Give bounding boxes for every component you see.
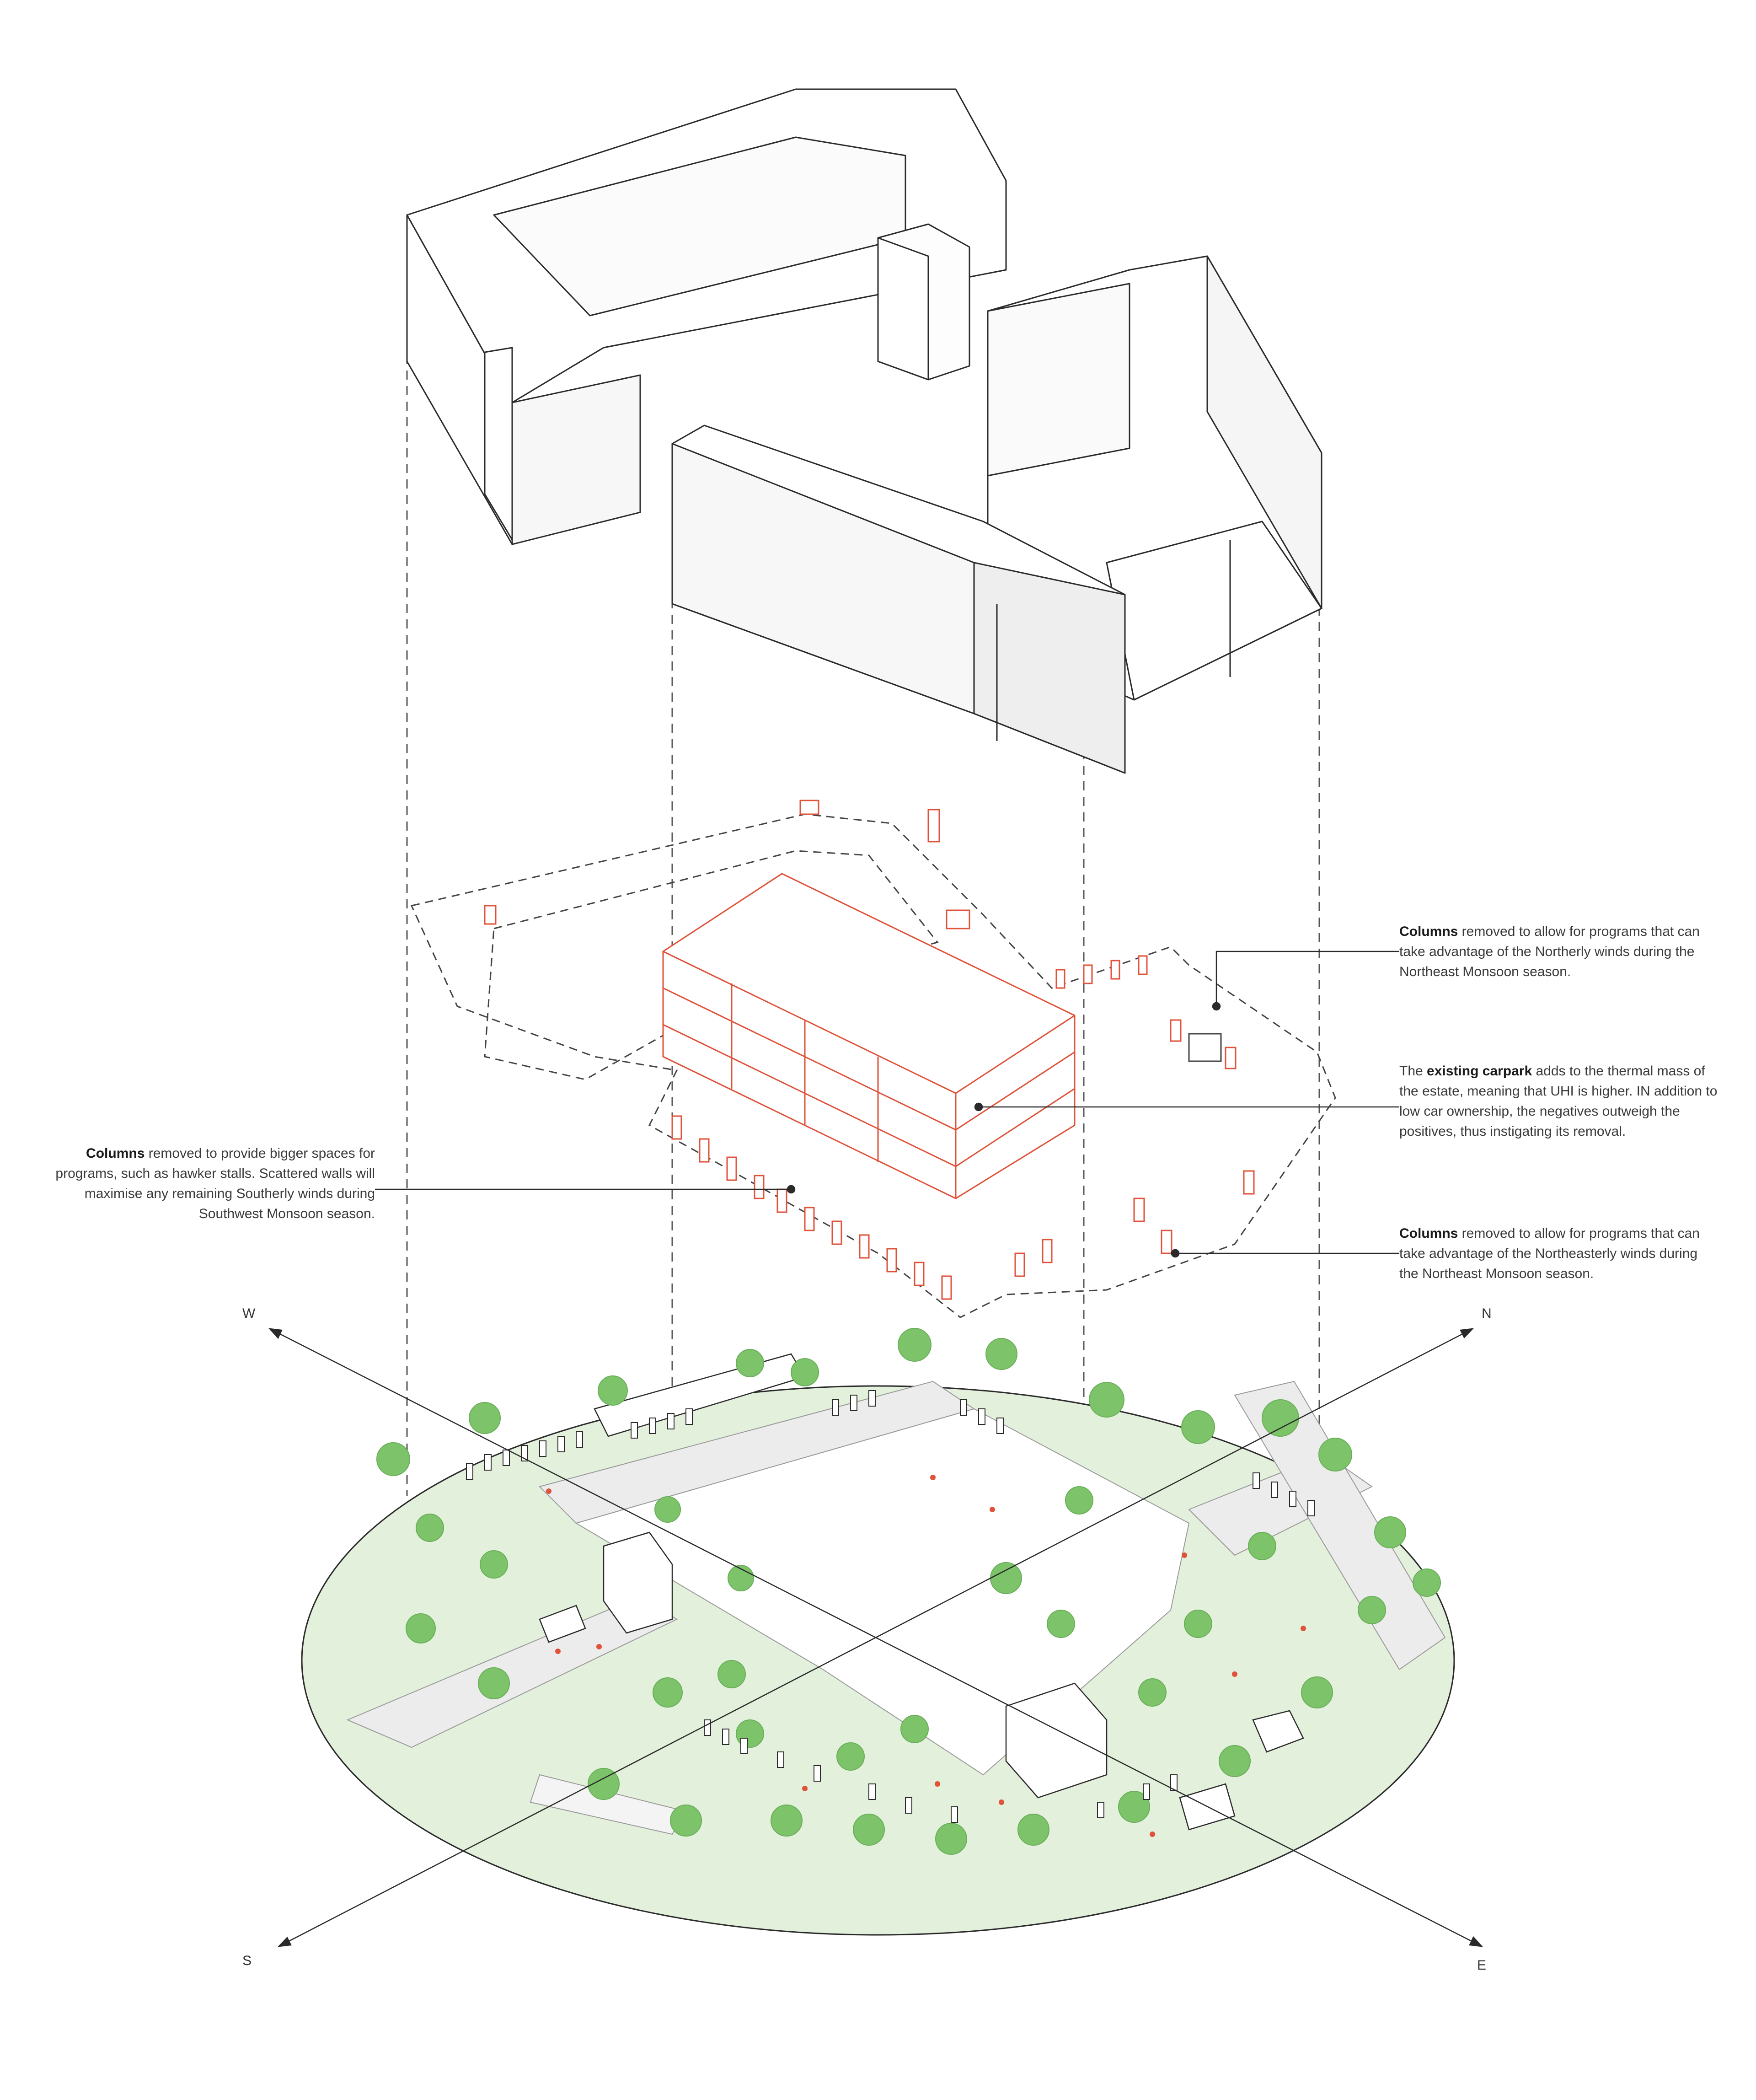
compass-north-label: N	[1482, 1306, 1492, 1321]
annotation-carpark-bold: existing carpark	[1427, 1063, 1532, 1079]
compass-west-label: W	[242, 1306, 256, 1321]
annotation-carpark-text: adds to the thermal mass of the estate, …	[1399, 1063, 1718, 1139]
residential-blocks	[406, 88, 1322, 774]
annotation-south-columns: Columns removed to provide bigger spaces…	[55, 1144, 375, 1224]
compass-south-label: S	[242, 1953, 252, 1968]
annotation-carpark: The existing carpark adds to the thermal…	[1399, 1061, 1719, 1142]
site-plan	[301, 1328, 1455, 1936]
annotation-north-columns-text: removed to allow for programs that can t…	[1399, 924, 1700, 979]
annotation-northeast-columns-bold: Columns	[1399, 1226, 1458, 1241]
annotation-northeast-columns-text: removed to allow for programs that can t…	[1399, 1226, 1700, 1281]
carpark-layer	[410, 800, 1336, 1318]
annotation-south-columns-text: removed to provide bigger spaces for pro…	[55, 1146, 375, 1221]
annotation-carpark-pre: The	[1399, 1063, 1427, 1079]
annotation-leaders	[375, 951, 1399, 1258]
annotation-north-columns-bold: Columns	[1399, 924, 1458, 939]
compass-east-label: E	[1477, 1958, 1487, 1973]
annotation-northeast-columns: Columns removed to allow for programs th…	[1399, 1224, 1719, 1284]
compass-axes	[268, 1328, 1483, 1947]
annotation-south-columns-bold: Columns	[86, 1146, 145, 1161]
annotation-north-columns: Columns removed to allow for programs th…	[1399, 922, 1719, 982]
